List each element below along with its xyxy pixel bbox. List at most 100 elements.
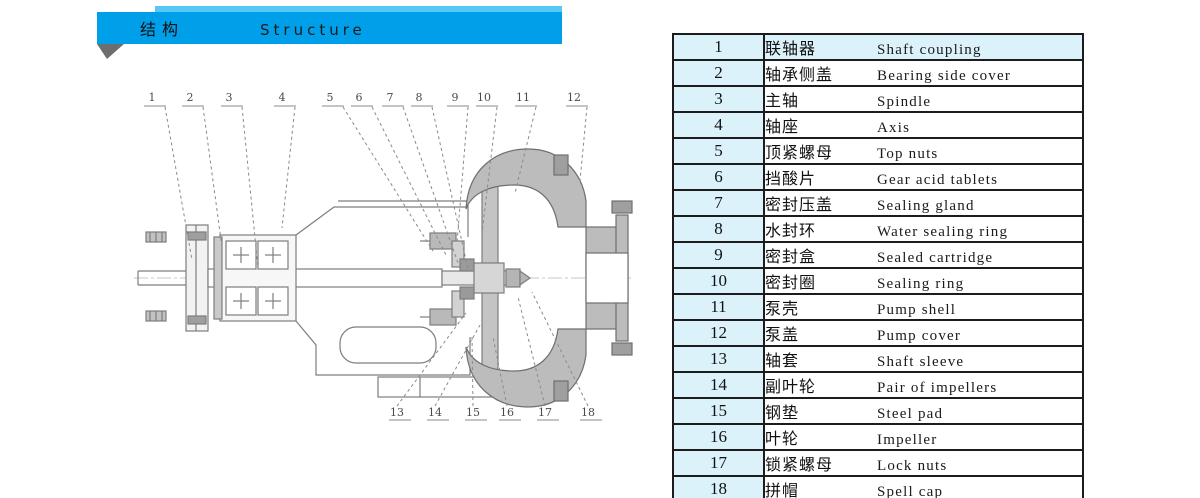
coupling-bolts	[145, 231, 167, 322]
part-name-zh: 轴套	[765, 351, 800, 370]
part-number-cell: 1	[672, 33, 765, 61]
part-name-en: Pump cover	[877, 328, 962, 344]
part-name-zh: 密封圈	[765, 273, 817, 292]
coupling-flange	[185, 224, 209, 332]
part-name-en: Water sealing ring	[877, 224, 1009, 240]
part-number-cell: 8	[672, 215, 765, 243]
part-number-cell: 2	[672, 59, 765, 87]
callout-leader-line	[396, 312, 467, 407]
part-name-zh: 水封环	[765, 221, 817, 240]
table-row: 17 锁紧螺母 Lock nuts	[672, 449, 1084, 477]
callout-leader-line	[342, 106, 434, 252]
callout-number: 17	[538, 406, 552, 419]
impeller-assembly	[473, 182, 532, 374]
part-name-en: Pair of impellers	[877, 380, 998, 396]
callout-number: 16	[500, 406, 514, 419]
callout-number: 3	[226, 91, 233, 104]
part-number-cell: 17	[672, 449, 765, 477]
part-name-zh: 拼帽	[765, 481, 800, 498]
callout-number: 9	[452, 91, 459, 104]
callout-number: 1	[149, 91, 156, 104]
part-name-en: Impeller	[877, 432, 938, 448]
suction-flange	[585, 200, 633, 356]
part-name-zh: 锁紧螺母	[765, 455, 834, 474]
part-name-en: Spell cap	[877, 484, 944, 498]
part-number-cell: 13	[672, 345, 765, 373]
callout-number: 12	[567, 91, 581, 104]
part-name-cell: 密封圈 Sealing ring	[763, 267, 1084, 295]
callout-number: 11	[516, 91, 530, 104]
part-name-en: Top nuts	[877, 146, 939, 162]
callout-number: 7	[387, 91, 394, 104]
part-name-zh: 泵壳	[765, 299, 800, 318]
table-row: 8 水封环 Water sealing ring	[672, 215, 1084, 243]
banner-fold-corner	[97, 44, 124, 59]
part-number-cell: 4	[672, 111, 765, 139]
part-name-zh: 叶轮	[765, 429, 800, 448]
bearing-housing	[213, 234, 297, 322]
part-name-zh: 轴承侧盖	[765, 65, 834, 84]
part-number-cell: 14	[672, 371, 765, 399]
table-row: 13 轴套 Shaft sleeve	[672, 345, 1084, 373]
part-number-cell: 7	[672, 189, 765, 217]
callout-leader-line	[456, 106, 469, 244]
part-number-cell: 10	[672, 267, 765, 295]
callout-number: 2	[187, 91, 194, 104]
part-name-zh: 密封压盖	[765, 195, 834, 214]
part-name-en: Axis	[877, 120, 911, 136]
callout-number: 6	[356, 91, 363, 104]
table-row: 10 密封圈 Sealing ring	[672, 267, 1084, 295]
callout-leader-line	[371, 106, 448, 258]
table-row: 16 叶轮 Impeller	[672, 423, 1084, 451]
callout-leader-line	[514, 106, 537, 194]
callout-number: 8	[416, 91, 423, 104]
part-number-cell: 16	[672, 423, 765, 451]
part-name-cell: 副叶轮 Pair of impellers	[763, 371, 1084, 399]
part-name-cell: 水封环 Water sealing ring	[763, 215, 1084, 243]
callout-leader-line	[241, 106, 259, 269]
part-name-en: Lock nuts	[877, 458, 948, 474]
part-number-cell: 5	[672, 137, 765, 165]
part-name-cell: 泵壳 Pump shell	[763, 293, 1084, 321]
callout-leader-line	[164, 106, 193, 261]
part-number-cell: 18	[672, 475, 765, 498]
bearing-frame	[295, 200, 563, 398]
part-name-en: Spindle	[877, 94, 932, 110]
callout-leader-line	[579, 106, 588, 182]
callout-number: 13	[390, 406, 404, 419]
section-title-zh: 结构	[140, 20, 185, 39]
table-row: 14 副叶轮 Pair of impellers	[672, 371, 1084, 399]
part-name-cell: 拼帽 Spell cap	[763, 475, 1084, 498]
part-name-en: Sealing ring	[877, 276, 965, 292]
part-name-en: Pump shell	[877, 302, 957, 318]
part-name-en: Steel pad	[877, 406, 944, 422]
part-name-cell: 锁紧螺母 Lock nuts	[763, 449, 1084, 477]
banner-highlight-strip	[155, 6, 562, 13]
part-name-zh: 主轴	[765, 91, 800, 110]
callout-leader-line	[517, 296, 546, 407]
part-name-zh: 挡酸片	[765, 169, 817, 188]
shaft-stub	[137, 270, 188, 286]
callout-number: 5	[327, 91, 334, 104]
part-name-cell: 主轴 Spindle	[763, 85, 1084, 113]
part-name-zh: 副叶轮	[765, 377, 817, 396]
part-name-en: Shaft sleeve	[877, 354, 965, 370]
